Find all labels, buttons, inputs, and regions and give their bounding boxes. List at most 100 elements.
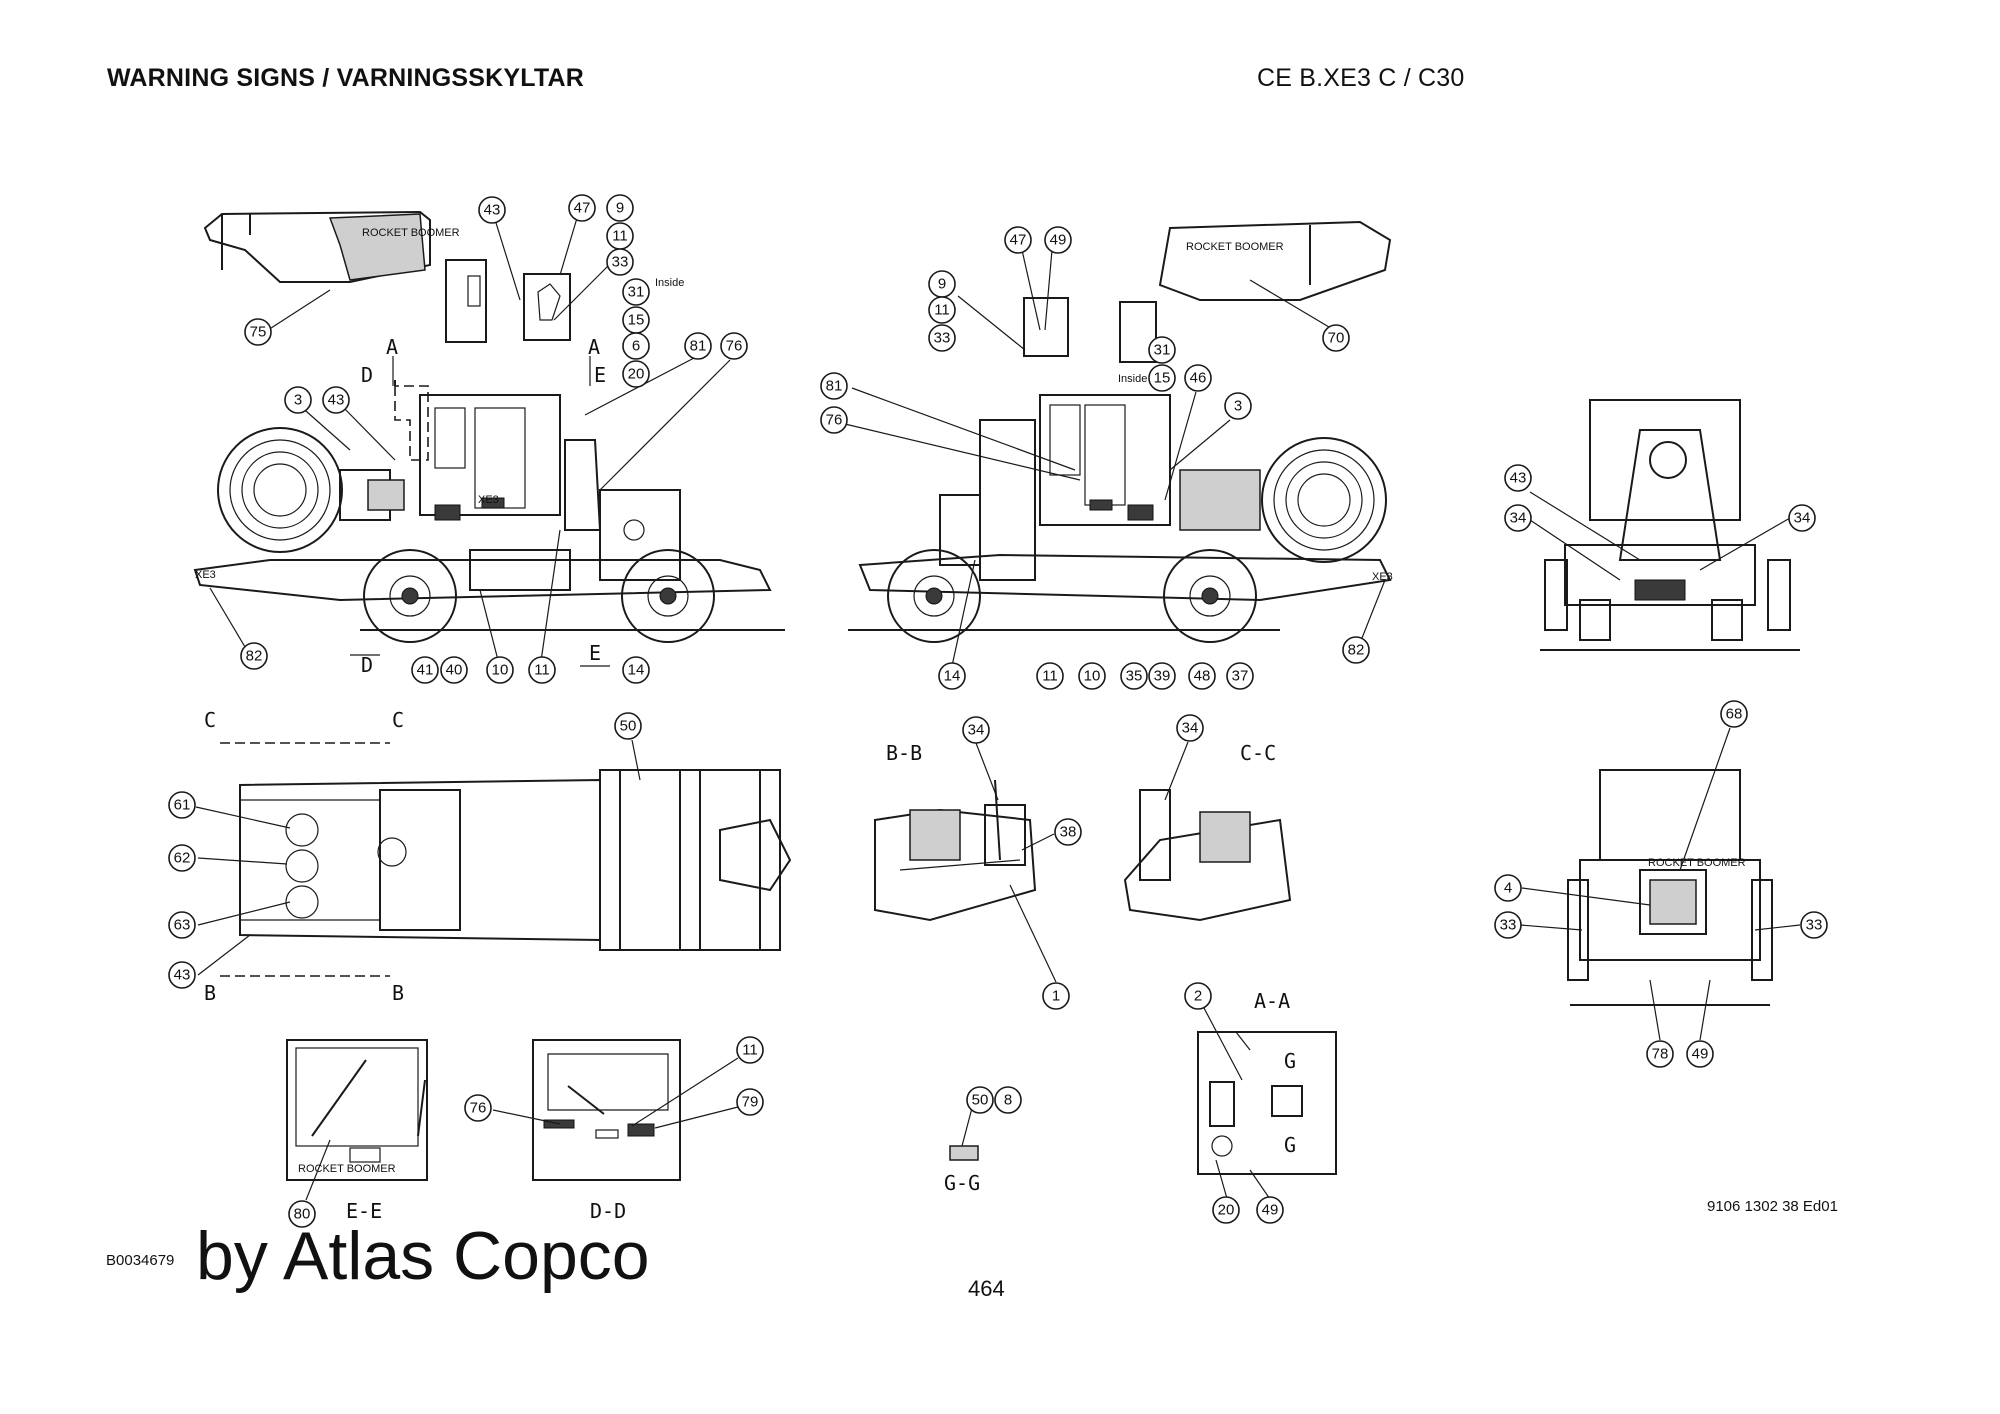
- balloon-38: 38: [1054, 818, 1082, 846]
- balloon-label: 82: [1348, 642, 1365, 659]
- decal-xe3-left-chassis: XE3: [195, 569, 216, 581]
- balloon-34: 34: [1504, 504, 1532, 532]
- balloon-label: 76: [470, 1100, 487, 1117]
- section-markers-left-view: A A D E D E: [350, 335, 610, 677]
- balloon-11: 11: [736, 1036, 764, 1064]
- balloon-label: 49: [1692, 1046, 1709, 1063]
- marker-e-bottom: E: [589, 641, 601, 665]
- balloon-81: 81: [820, 372, 848, 400]
- rig-side-view-right: XE3: [848, 394, 1393, 643]
- balloon-41: 41: [411, 656, 439, 684]
- balloon-49: 49: [1044, 226, 1072, 254]
- balloon-14: 14: [938, 662, 966, 690]
- balloon-label: 50: [972, 1092, 989, 1109]
- balloon-label: 81: [826, 378, 843, 395]
- canopy-detail-right: ROCKET BOOMER: [1158, 220, 1392, 301]
- balloon-label: 43: [328, 392, 345, 409]
- balloon-15: 15: [1148, 364, 1176, 392]
- balloon-76: 76: [820, 406, 848, 434]
- page-number: 464: [968, 1276, 1005, 1301]
- balloon-label: 47: [574, 200, 591, 217]
- balloon-34: 34: [1788, 504, 1816, 532]
- decal-xe3-right-chassis: XE3: [1372, 571, 1393, 583]
- balloon-label: 49: [1050, 232, 1067, 249]
- balloon-label: 1: [1052, 988, 1060, 1005]
- balloon-68: 68: [1720, 700, 1748, 728]
- detail-view-gg: G-G: [944, 1145, 980, 1195]
- marker-e-top: E: [594, 363, 606, 387]
- marker-a-left: A: [386, 335, 398, 359]
- balloon-11: 11: [1036, 662, 1064, 690]
- marker-g-bottom: G: [1284, 1133, 1296, 1157]
- sign-panel-detail-left: [523, 273, 571, 341]
- balloon-61: 61: [168, 791, 196, 819]
- balloon-37: 37: [1226, 662, 1254, 690]
- balloon-label: 62: [174, 850, 191, 867]
- balloon-79: 79: [736, 1088, 764, 1116]
- balloon-label: 31: [1154, 342, 1171, 359]
- canopy-detail-left: ROCKET BOOMER: [203, 210, 460, 283]
- balloon-label: 68: [1726, 706, 1743, 723]
- balloon-label: 82: [246, 648, 263, 665]
- balloon-label: 14: [628, 662, 645, 679]
- balloon-label: 33: [612, 254, 629, 271]
- balloon-14: 14: [622, 656, 650, 684]
- balloon-10: 10: [486, 656, 514, 684]
- balloon-46: 46: [1184, 364, 1212, 392]
- label-cc: C-C: [1240, 741, 1276, 765]
- balloon-label: 6: [632, 338, 640, 355]
- balloon-31: 31: [622, 278, 650, 306]
- bracket-detail-right: [1119, 301, 1157, 363]
- marker-b-right: B: [392, 981, 404, 1005]
- balloon-label: 31: [628, 284, 645, 301]
- balloon-11: 11: [528, 656, 556, 684]
- balloon-label: 33: [1806, 917, 1823, 934]
- balloon-75: 75: [244, 318, 272, 346]
- balloon-50: 50: [614, 712, 642, 740]
- balloon-label: 9: [616, 200, 624, 217]
- balloon-label: 76: [726, 338, 743, 355]
- balloon-4: 4: [1494, 874, 1522, 902]
- balloon-43: 43: [478, 196, 506, 224]
- balloon-label: 63: [174, 917, 191, 934]
- balloon-81: 81: [684, 332, 712, 360]
- balloon-label: 11: [1042, 668, 1058, 685]
- balloon-label: 9: [938, 276, 946, 293]
- bracket-detail-left: [445, 259, 487, 343]
- rig-rear-view-lower: ROCKET BOOMER: [1567, 769, 1773, 1006]
- cab-front-view-ee: ROCKET BOOMER E-E: [286, 1039, 428, 1223]
- balloon-34: 34: [962, 716, 990, 744]
- balloon-label: 43: [1510, 470, 1527, 487]
- balloon-11: 11: [928, 296, 956, 324]
- balloon-35: 35: [1120, 662, 1148, 690]
- balloon-33: 33: [1800, 911, 1828, 939]
- balloon-48: 48: [1188, 662, 1216, 690]
- balloon-33: 33: [928, 324, 956, 352]
- decal-rear-lower: ROCKET BOOMER: [1648, 857, 1746, 869]
- section-view-bb: B-B: [874, 741, 1037, 922]
- balloon-82: 82: [1342, 636, 1370, 664]
- balloon-label: 81: [690, 338, 707, 355]
- balloon-label: 38: [1060, 824, 1077, 841]
- balloon-label: 4: [1504, 880, 1512, 897]
- balloon-label: 11: [534, 662, 550, 679]
- balloon-3: 3: [284, 386, 312, 414]
- balloon-11: 11: [606, 222, 634, 250]
- rig-top-view: [220, 742, 792, 977]
- balloon-43: 43: [168, 961, 196, 989]
- balloon-label: 10: [492, 662, 509, 679]
- balloon-label: 49: [1262, 1202, 1279, 1219]
- balloon-62: 62: [168, 844, 196, 872]
- balloon-43: 43: [1504, 464, 1532, 492]
- decal-xe3-left-cab: XE3: [478, 494, 499, 506]
- image-id: B0034679: [106, 1252, 175, 1269]
- balloon-33: 33: [1494, 911, 1522, 939]
- rig-side-view-left: XE3 XE3: [193, 356, 785, 643]
- balloon-label: 33: [1500, 917, 1517, 934]
- balloon-label: 80: [294, 1206, 311, 1223]
- balloon-63: 63: [168, 911, 196, 939]
- balloon-label: 78: [1652, 1046, 1669, 1063]
- marker-b-left: B: [204, 981, 216, 1005]
- balloon-label: 15: [628, 312, 645, 329]
